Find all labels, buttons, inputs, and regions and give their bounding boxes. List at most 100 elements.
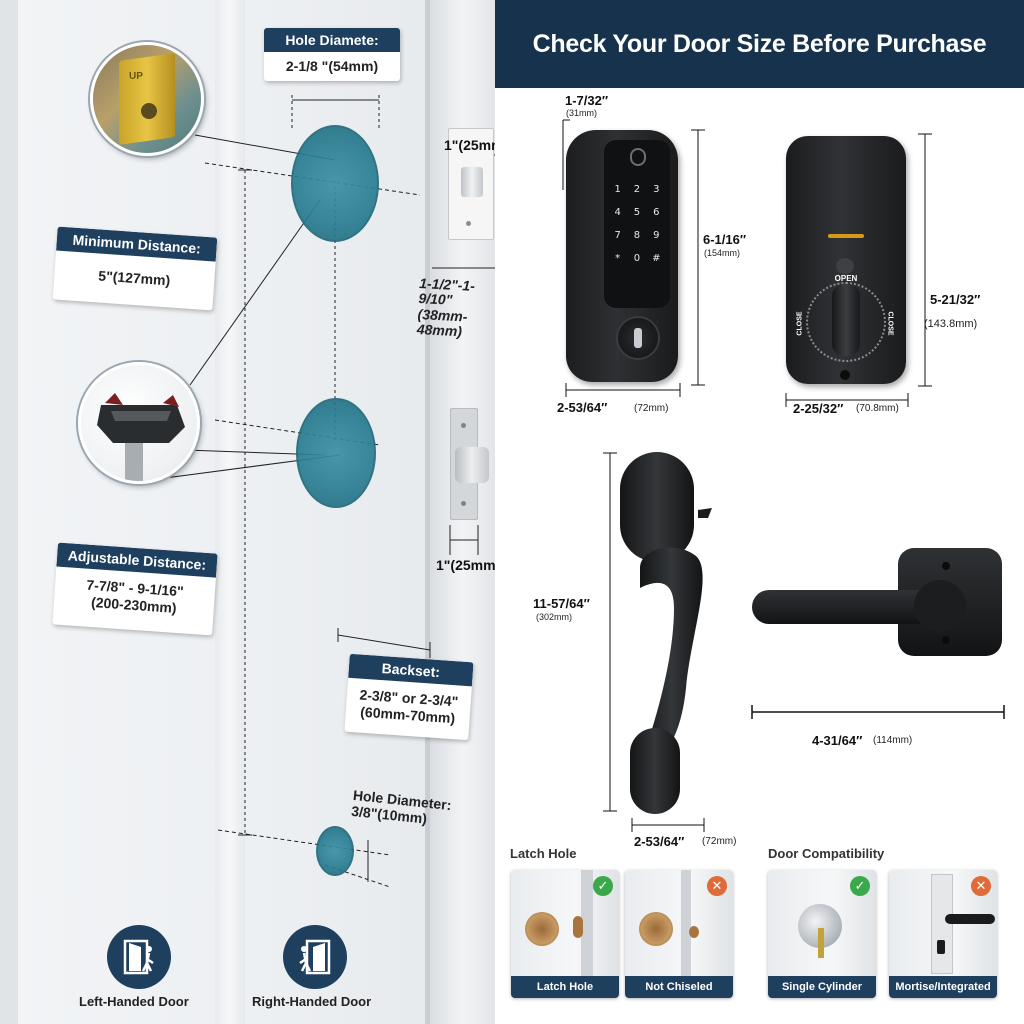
thumbturn-width: 2-25/32″ [793,401,844,416]
keypad-grid: 1 2 3 4 5 6 7 8 9 * 0 # [608,184,666,264]
keypad-key[interactable]: 3 [653,184,660,195]
page-title: Check Your Door Size Before Purchase [532,29,987,58]
faceplate-top-width: 1"(25mm) [444,137,495,153]
single-cylinder-thumb: ✓ Single Cylinder [768,870,876,998]
keypad-key[interactable]: 9 [653,230,660,241]
right-handed-door-icon [283,925,347,989]
keypad-height: 6-1/16″ [703,232,747,247]
hole-diameter-top-label: Hole Diamete: 2-1/8 "(54mm) [264,28,400,81]
left-handed-door-icon [107,925,171,989]
door-edge [681,870,691,976]
door-compatibility-title: Door Compatibility [768,846,885,861]
adjustable-distance-label: Adjustable Distance: 7-7/8" - 9-1/16" (2… [52,542,218,636]
latch-hole-ok-label: Latch Hole [511,976,619,998]
thumbturn-interior: OPEN CLOSE CLOSE [786,136,906,384]
check-icon: ✓ [593,876,613,896]
door-thickness-line1: 1-1/2"-1-9/10" [418,275,476,309]
bore-hole-icon [525,912,559,946]
thumbturn-dimension-lines [785,133,932,407]
latch-bolt-bottom [455,447,489,483]
handle-width: 2-53/64″ [634,834,685,849]
keypad-key[interactable]: 1 [614,184,621,195]
door-diagram: UP Hole Diamete: 2-1/8 "(54mm) Minimum D… [0,0,495,1024]
mortise-plate [931,874,953,974]
latch-plate-icon [119,53,175,145]
bore-hole-top [291,125,379,242]
keypad-lock-exterior: 1 2 3 4 5 6 7 8 9 * 0 # [566,130,678,382]
screw-icon [461,423,466,428]
lever-dimension-line [751,705,1005,719]
screw-icon [461,501,466,506]
door-edge-shadow [425,0,431,1024]
hole-diameter-title: Hole Diamete: [264,28,400,52]
screw-icon [840,370,850,380]
left-handed-door-label: Left-Handed Door [79,994,189,1009]
minimum-distance-label: Minimum Distance: 5"(127mm) [52,226,218,311]
handle-height-mm: (302mm) [536,612,573,622]
latch-faceplate [450,408,489,520]
latch-zoom-circle: UP [90,42,204,156]
door-edge [581,870,593,976]
door-thickness-label: 1-1/2"-1-9/10" (38mm-48mm) [416,275,495,342]
keypad-key[interactable]: 8 [633,230,641,241]
keypad-key[interactable]: # [652,253,661,264]
right-handed-door-label: Right-Handed Door [252,994,372,1009]
door-thickness-line2: (38mm-48mm) [416,305,468,340]
up-marker: UP [129,71,143,82]
keyhole-icon [634,328,642,348]
keypad-key[interactable]: * [615,253,621,264]
keypad-key[interactable]: 2 [633,184,641,195]
latch-hole-icon [573,916,583,938]
keypad-key[interactable]: 0 [633,253,641,264]
single-cylinder-label: Single Cylinder [768,976,876,998]
lever-length: 4-31/64″ [812,733,863,748]
fingerprint-sensor-icon [630,148,646,166]
bore-hole-middle [296,398,376,508]
mortise-thumb: ✕ Mortise/Integrated [889,870,997,998]
latch-hole-icon [141,103,157,119]
thumbturn-dial [806,282,886,362]
mortise-label: Mortise/Integrated [889,976,997,998]
keypad-key[interactable]: 4 [614,207,621,218]
latch-hole-icon [689,926,699,938]
open-label: OPEN [834,274,858,283]
handle-height: 11-57/64″ [533,596,590,611]
hole-saw-icon [97,393,185,481]
door-frame [0,0,18,1024]
thumbturn-height: 5-21/32″ [930,292,981,307]
lever-handle [752,548,1002,656]
keypad-panel: 1 2 3 4 5 6 7 8 9 * 0 # [604,140,670,308]
keypad-key[interactable]: 7 [614,230,621,241]
lock-button[interactable] [836,258,854,274]
keypad-key[interactable]: 5 [633,207,641,218]
keypad-key[interactable]: 6 [653,207,660,218]
latch-hole-not-chiseled-label: Not Chiseled [625,976,733,998]
latch-hole-title: Latch Hole [510,846,577,861]
latch-hole-not-chiseled-thumb: ✕ Not Chiseled [625,870,733,998]
strike-plate-top [448,128,494,240]
keypad-width-mm: (72mm) [634,403,669,414]
latch-hole-ok-thumb: ✓ Latch Hole [511,870,619,998]
bore-hole-icon [639,912,673,946]
keypad-depth: 1-7/32″ [565,93,609,108]
thumbturn-height-mm: (143.8mm) [924,318,978,330]
measurement-lines [149,95,495,888]
bore-hole-bottom [316,826,354,876]
status-indicator [828,234,864,238]
faceplate-bottom-width: 1"(25mm) [436,557,495,573]
screw-icon [466,221,471,226]
thumbturn-knob[interactable] [832,284,860,356]
hole-diameter-value: 2-1/8 "(54mm) [285,58,379,74]
latch-bolt [461,167,483,197]
keypad-width: 2-53/64″ [557,400,608,415]
handleset-grip [620,452,712,814]
header-banner: Check Your Door Size Before Purchase [495,0,1024,88]
handle-width-mm: (72mm) [702,836,737,847]
keyhole-icon [937,940,945,954]
thumbturn-width-mm: (70.8mm) [856,403,899,414]
key-icon [818,928,824,958]
key-cylinder [616,316,660,360]
check-icon: ✓ [850,876,870,896]
cross-icon: ✕ [707,876,727,896]
lever-length-mm: (114mm) [873,735,913,746]
